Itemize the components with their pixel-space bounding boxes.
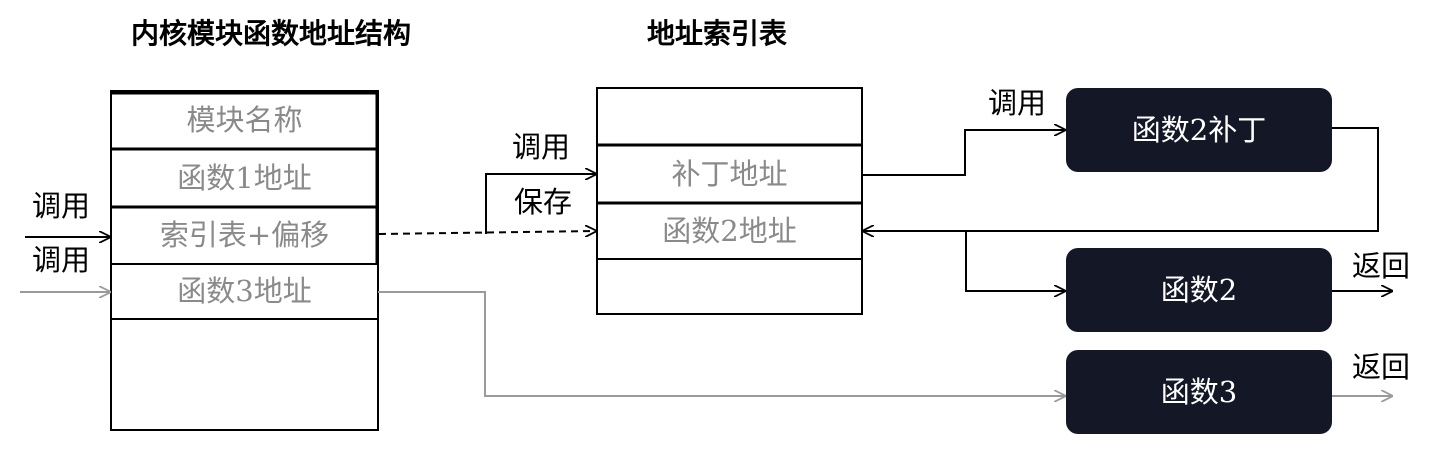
call-function2-arrow xyxy=(965,231,1065,291)
function3-box xyxy=(1066,350,1332,434)
module-cell-index-offset: 索引表+偏移 xyxy=(159,218,330,252)
return-f3-label: 返回 xyxy=(1352,350,1411,384)
patch-return-arrow xyxy=(863,127,1379,231)
call-patch-address-arrow xyxy=(485,174,596,234)
module-table xyxy=(110,90,379,431)
index-cell-function2-address: 函数2地址 xyxy=(662,214,797,248)
patch-function-box xyxy=(1066,88,1332,172)
return-f2-label: 返回 xyxy=(1352,249,1411,283)
function2-box xyxy=(1066,248,1332,332)
function3-label: 函数3 xyxy=(1160,375,1238,409)
call-patch-label: 调用 xyxy=(988,86,1047,120)
save-label: 保存 xyxy=(514,185,573,219)
module-cell-function3: 函数3地址 xyxy=(177,274,312,308)
module-cell-function1: 函数1地址 xyxy=(177,161,312,195)
function2-label: 函数2 xyxy=(1160,273,1238,307)
patch-function-label: 函数2补丁 xyxy=(1131,113,1267,147)
call-mid-label: 调用 xyxy=(512,130,571,164)
call-patch-function-arrow xyxy=(862,130,1065,176)
call-in-gray-label: 调用 xyxy=(32,243,91,277)
module-structure-title: 内核模块函数地址结构 xyxy=(131,17,412,50)
module-cell-name: 模块名称 xyxy=(186,103,303,137)
index-table xyxy=(596,87,863,315)
call-function3-arrow xyxy=(378,291,1065,396)
module-table-frame xyxy=(110,90,379,431)
index-table-title: 地址索引表 xyxy=(647,17,788,50)
save-dashed-arrow xyxy=(378,231,596,234)
call-in-label: 调用 xyxy=(32,189,91,223)
index-table-frame xyxy=(596,87,863,315)
index-cell-patch-address: 补丁地址 xyxy=(671,157,788,191)
